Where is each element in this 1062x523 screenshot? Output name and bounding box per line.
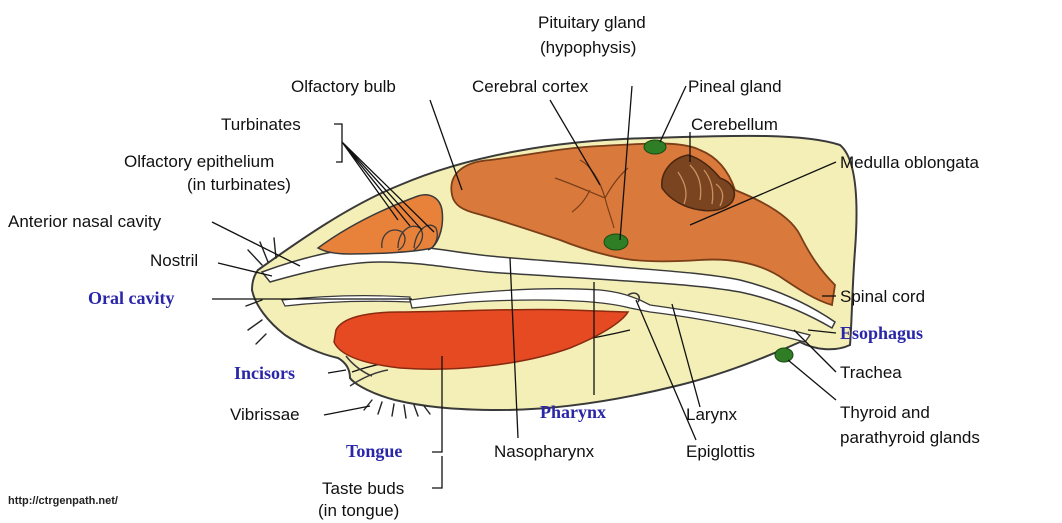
label-incisors: Incisors	[234, 363, 295, 383]
label-pituitary-line2: (hypophysis)	[540, 38, 636, 57]
source-url: http://ctrgenpath.net/	[8, 495, 118, 507]
label-anterior-nasal-cavity: Anterior nasal cavity	[8, 212, 162, 231]
label-epiglottis: Epiglottis	[686, 442, 755, 461]
label-olfactory-epithelium-line2: (in turbinates)	[187, 175, 291, 194]
label-olfactory-bulb: Olfactory bulb	[291, 77, 396, 96]
label-thyroid-line2: parathyroid glands	[840, 428, 980, 447]
label-cerebral-cortex: Cerebral cortex	[472, 77, 589, 96]
label-oral-cavity: Oral cavity	[88, 288, 174, 308]
pineal-gland	[644, 140, 666, 154]
label-spinal-cord: Spinal cord	[840, 287, 925, 306]
label-cerebellum: Cerebellum	[691, 115, 778, 134]
label-medulla-oblongata: Medulla oblongata	[840, 153, 979, 172]
label-pituitary-line1: Pituitary gland	[538, 13, 646, 32]
label-taste-buds-line2: (in tongue)	[318, 501, 399, 520]
label-esophagus: Esophagus	[840, 323, 923, 343]
label-pineal-gland: Pineal gland	[688, 77, 782, 96]
thyroid-gland	[775, 348, 793, 362]
label-trachea: Trachea	[840, 363, 902, 382]
label-tongue: Tongue	[346, 441, 402, 461]
label-larynx: Larynx	[686, 405, 738, 424]
label-thyroid-line1: Thyroid and	[840, 403, 930, 422]
label-nostril: Nostril	[150, 251, 198, 270]
label-pharynx: Pharynx	[540, 402, 606, 422]
pituitary-gland	[604, 234, 628, 250]
label-vibrissae: Vibrissae	[230, 405, 300, 424]
label-turbinates: Turbinates	[221, 115, 301, 134]
label-nasopharynx: Nasopharynx	[494, 442, 595, 461]
label-olfactory-epithelium-line1: Olfactory epithelium	[124, 152, 274, 171]
label-taste-buds-line1: Taste buds	[322, 479, 404, 498]
